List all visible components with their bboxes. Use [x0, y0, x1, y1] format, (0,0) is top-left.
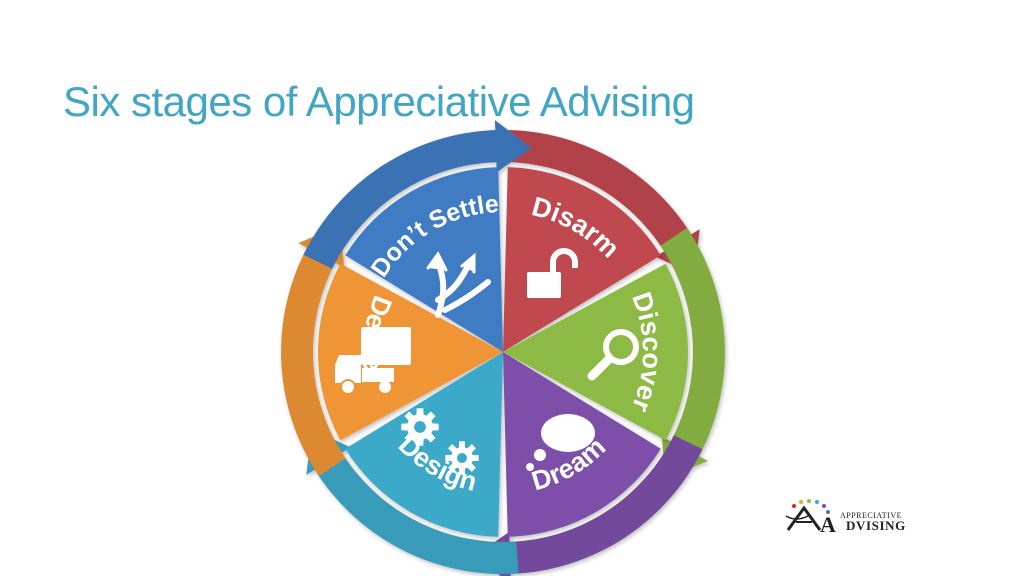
stage-wedge-design [345, 352, 503, 537]
stage-wedge-discover [503, 263, 689, 441]
thought-bubble-icon [526, 414, 595, 471]
logo-mark: A [785, 499, 836, 537]
stage-arrow-discover [660, 227, 725, 479]
rising-arrows-icon [426, 251, 491, 318]
stage-arrow-deliver [281, 225, 346, 477]
stage-arrow-dont-settle [303, 120, 532, 269]
logo-bottom-text: DVISING [846, 518, 906, 533]
magnifier-icon [587, 329, 639, 381]
appreciative-advising-logo: A APPRECIATIVE DVISING [784, 498, 934, 538]
delivery-truck-icon [335, 327, 411, 395]
logo-top-text: APPRECIATIVE [840, 511, 903, 520]
stage-wedge-disarm [503, 167, 661, 352]
gears-icon [401, 408, 479, 475]
stage-arrow-dream [474, 435, 703, 576]
stage-wedge-dont-settle [345, 167, 503, 352]
unlock-icon [527, 248, 578, 298]
slide-title: Six stages of Appreciative Advising [63, 78, 695, 125]
logo-initial: A [820, 512, 836, 537]
